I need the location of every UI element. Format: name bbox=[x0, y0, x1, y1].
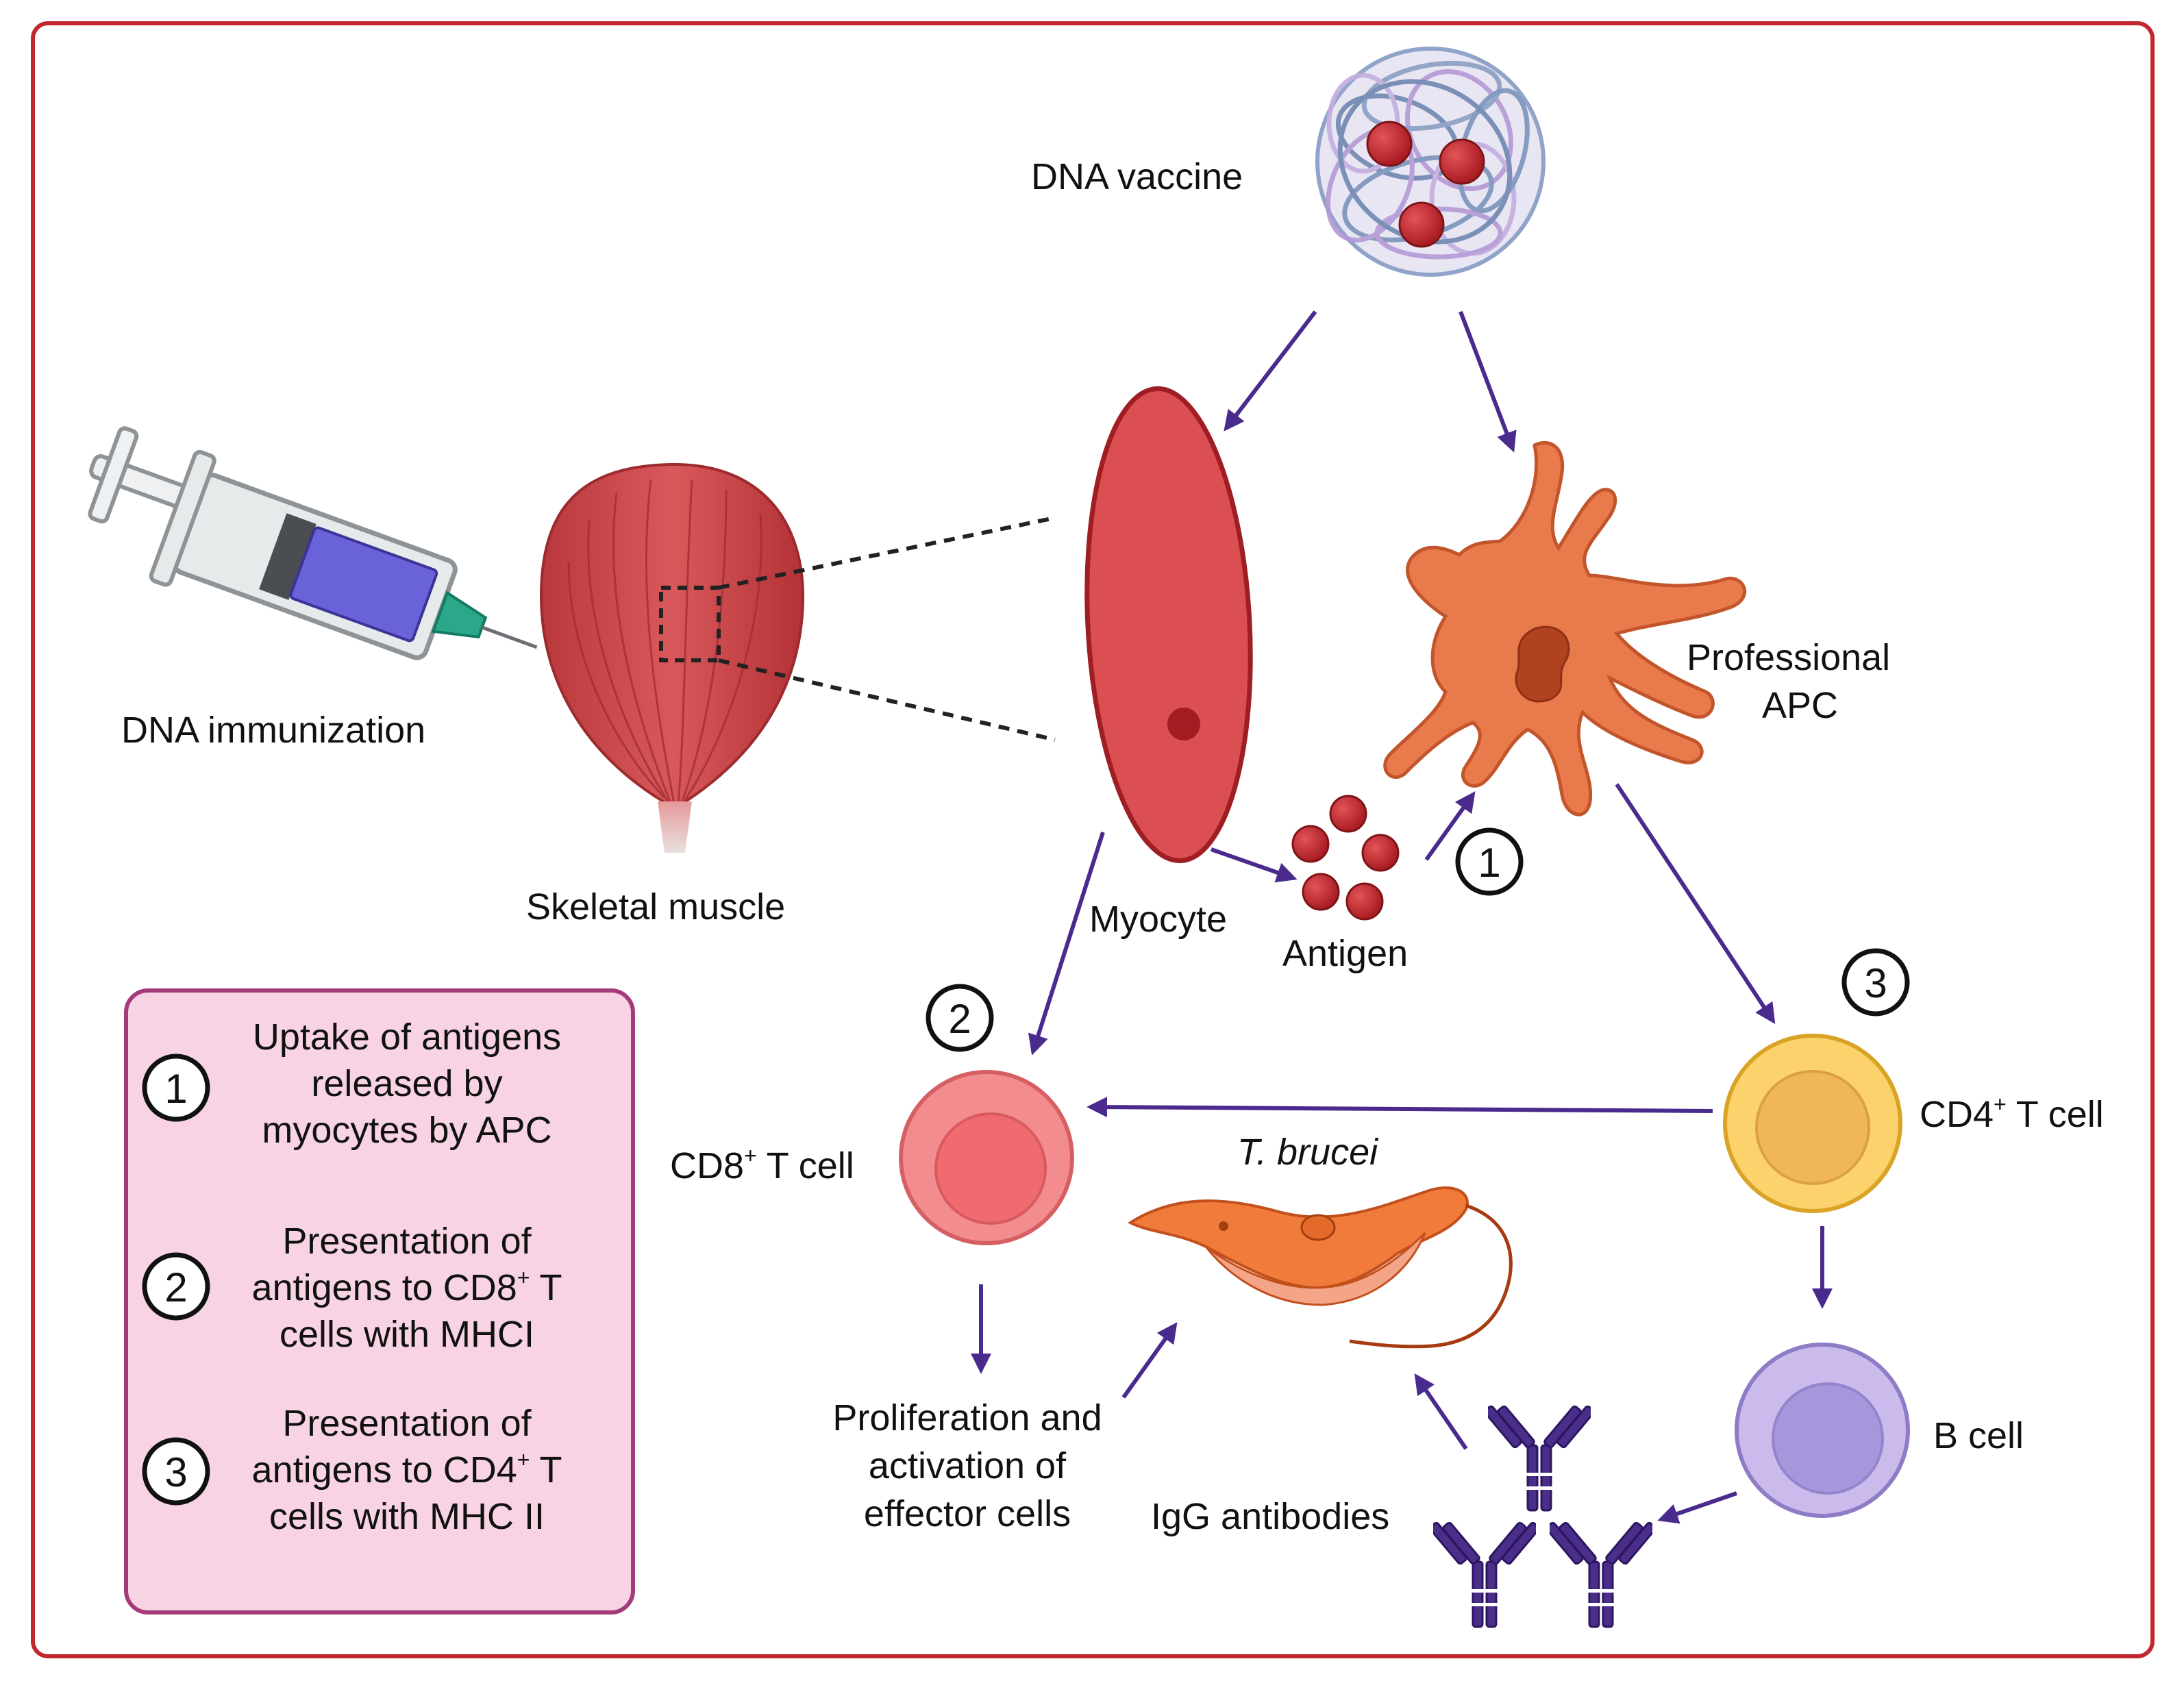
proliferation-label-line3: effector cells bbox=[864, 1493, 1071, 1534]
arrow-bcell-to-antibodies bbox=[1657, 1491, 1737, 1524]
step-marker-1: 1 bbox=[1455, 827, 1524, 896]
igg-antibodies-label: IgG antibodies bbox=[1151, 1496, 1389, 1537]
svg-text:1: 1 bbox=[1478, 840, 1500, 886]
skeletal-muscle-label: Skeletal muscle bbox=[526, 886, 785, 927]
cd4-t-cell bbox=[1723, 1034, 1902, 1213]
step-marker-3: 3 bbox=[1841, 948, 1910, 1017]
svg-text:antigens to CD8+ T: antigens to CD8+ T bbox=[252, 1265, 562, 1308]
arrow-vaccine-to-apc bbox=[1459, 310, 1517, 453]
arrow-vaccine-to-myocyte bbox=[1224, 310, 1317, 432]
arrow-antigen-to-apc bbox=[1424, 791, 1476, 861]
dna-vaccine-particle bbox=[1315, 47, 1546, 277]
antibody-icon bbox=[1488, 1404, 1591, 1512]
cd4-t-cell-label: CD4+ T cell bbox=[1920, 1092, 2104, 1135]
antibody-icon bbox=[1433, 1521, 1536, 1628]
arrow-effector-to-parasite bbox=[1121, 1322, 1178, 1399]
legend-item-3: 3 Presentation of antigens to CD4+ T cel… bbox=[142, 1403, 562, 1537]
svg-text:1: 1 bbox=[164, 1066, 187, 1112]
step-marker-2: 2 bbox=[926, 984, 994, 1052]
antigen-cluster bbox=[1291, 795, 1400, 921]
myocyte-cell bbox=[1084, 386, 1253, 864]
syringe-icon bbox=[88, 426, 538, 660]
legend-box: 1 Uptake of antigens released by myocyte… bbox=[124, 988, 635, 1615]
arrow-myocyte-to-antigen bbox=[1211, 847, 1298, 883]
svg-text:2: 2 bbox=[948, 996, 971, 1042]
dna-vaccine-label: DNA vaccine bbox=[1031, 156, 1243, 197]
apc-label-line2: APC bbox=[1762, 685, 1838, 726]
svg-text:2: 2 bbox=[164, 1264, 187, 1310]
legend-item-1: 1 Uptake of antigens released by myocyte… bbox=[142, 1017, 561, 1151]
svg-text:Uptake of antigens: Uptake of antigens bbox=[253, 1017, 561, 1058]
antibody-icon bbox=[1550, 1521, 1652, 1628]
arrow-myocyte-to-cd8 bbox=[1028, 832, 1105, 1056]
svg-text:cells with MHC II: cells with MHC II bbox=[269, 1496, 545, 1537]
svg-text:myocytes by APC: myocytes by APC bbox=[262, 1110, 551, 1151]
b-cell-label: B cell bbox=[1933, 1415, 2024, 1456]
svg-text:Presentation of: Presentation of bbox=[282, 1221, 532, 1262]
cd8-t-cell-label: CD8+ T cell bbox=[670, 1143, 854, 1186]
proliferation-label-line2: activation of bbox=[869, 1445, 1067, 1486]
apc-dendritic-cell bbox=[1383, 440, 1747, 816]
arrow-apc-to-cd4 bbox=[1615, 783, 1776, 1025]
svg-text:Presentation of: Presentation of bbox=[282, 1403, 532, 1444]
t-brucei-parasite bbox=[1127, 1186, 1513, 1349]
dna-immunization-label: DNA immunization bbox=[121, 710, 425, 751]
svg-text:3: 3 bbox=[164, 1449, 187, 1495]
skeletal-muscle bbox=[539, 462, 805, 853]
legend-item-2: 2 Presentation of antigens to CD8+ T cel… bbox=[142, 1221, 562, 1355]
arrow-antibodies-to-parasite bbox=[1414, 1373, 1468, 1450]
t-brucei-label: T. brucei bbox=[1237, 1132, 1379, 1173]
cd8-t-cell bbox=[899, 1070, 1074, 1245]
svg-text:released by: released by bbox=[311, 1063, 502, 1104]
myocyte-label: Myocyte bbox=[1089, 899, 1227, 940]
svg-text:3: 3 bbox=[1864, 960, 1887, 1006]
antigen-label: Antigen bbox=[1282, 933, 1408, 974]
arrow-cd4-to-cd8 bbox=[1087, 1097, 1713, 1118]
b-cell bbox=[1735, 1343, 1910, 1518]
svg-text:cells with MHCI: cells with MHCI bbox=[280, 1314, 534, 1355]
proliferation-label-line1: Proliferation and bbox=[832, 1397, 1102, 1438]
svg-text:antigens to CD4+ T: antigens to CD4+ T bbox=[252, 1447, 562, 1491]
zoom-line-bottom bbox=[718, 658, 1056, 742]
outer-frame bbox=[31, 21, 2155, 1658]
apc-label-line1: Professional bbox=[1687, 637, 1890, 678]
